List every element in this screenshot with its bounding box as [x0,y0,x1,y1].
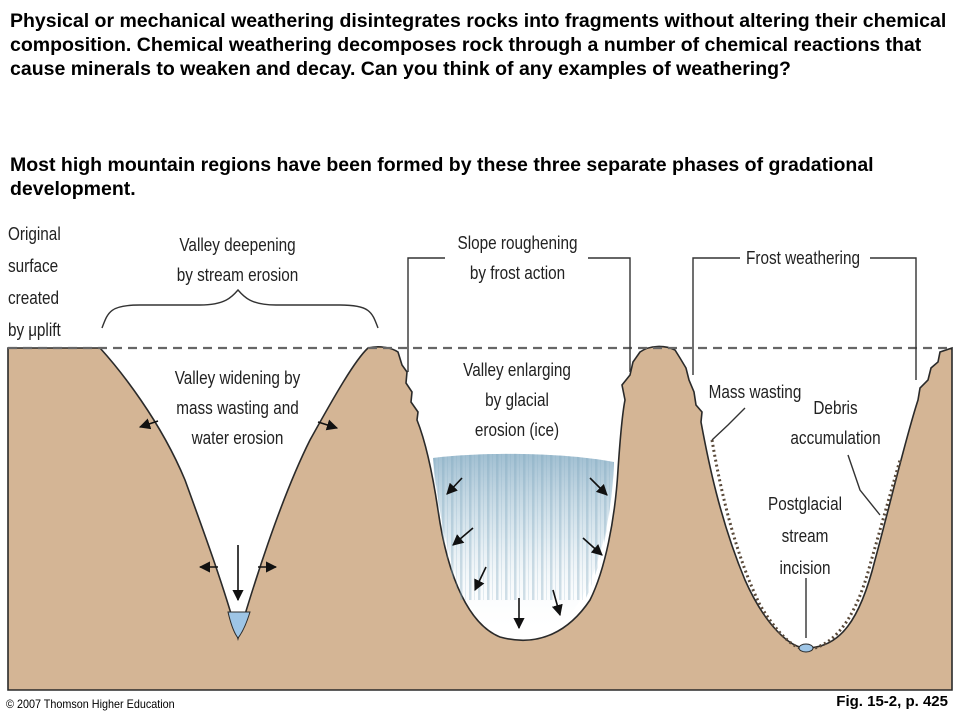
ice-arrow-5 [551,589,563,617]
valley-deepening-line-1: Valley deepening [179,235,296,255]
valley-deepening-label: Valley deepening by stream erosion [172,230,304,290]
original-surface-line-2: surface [8,256,59,276]
debris-line-2: accumulation [790,428,881,448]
ice-arrow-1 [446,477,463,495]
slope-roughening-line-2: by frost action [469,263,566,283]
debris-line-1: Debris [813,398,858,418]
glacial-ice-stripes [433,453,614,600]
copyright-notice: © 2007 Thomson Higher Education [6,697,175,711]
frost-weathering-label: Frost weathering [746,248,860,268]
debris-leader [847,454,881,516]
stream-erosion-bracket [101,288,379,329]
ice-arrow-3 [474,566,487,592]
ice-arrow-2 [452,527,474,546]
valley-enlarging-line-3: erosion (ice) [474,420,560,440]
debris-left [710,439,801,650]
postglacial-label: Postglacial stream incision [758,488,852,584]
postglacial-line-2: stream [781,526,829,546]
debris-accumulation-label: Debris accumulation [787,393,885,453]
mass-wasting-leader [711,407,746,441]
postglacial-line-3: incision [779,558,831,578]
valley-deepening-line-2: by stream erosion [176,265,299,285]
widening-arrow-left [138,418,159,430]
valley-widening-label: Valley widening by mass wasting and wate… [172,363,304,453]
mass-wasting-label: Mass wasting [708,382,802,402]
mountain-regions-paragraph: Most high mountain regions have been for… [10,154,874,200]
original-surface-line-1: Original [8,224,61,244]
valley-enlarging-label: Valley enlarging by glacial erosion (ice… [453,355,581,445]
postglacial-stream-water [798,643,814,653]
stream-water [227,611,251,639]
slope-roughening-leaders [407,257,631,372]
postglacial-line-1: Postglacial [767,494,842,514]
valley-widening-line-1: Valley widening by [174,368,301,388]
slope-roughening-label: Slope roughening by frost action [452,228,584,288]
ice-arrow-7 [589,477,608,496]
valley-enlarging-line-1: Valley enlarging [463,360,571,380]
original-surface-line-3: created [8,288,60,308]
widening-arrow-right [317,419,339,431]
ice-arrow-6 [582,537,603,556]
weathering-paragraph: Physical or mechanical weathering disint… [10,10,947,80]
valley-widening-line-3: water erosion [191,428,284,448]
original-surface-label: Original surface created by uplift [8,218,61,346]
original-surface-line-4: by uplift [8,320,61,340]
frost-weathering-leaders [692,257,917,380]
valley-widening-line-2: mass wasting and [176,398,299,418]
valley-enlarging-line-2: by glacial [485,390,549,410]
slope-roughening-line-1: Slope roughening [457,233,578,253]
figure-reference: Fig. 15-2, p. 425 [836,693,948,710]
